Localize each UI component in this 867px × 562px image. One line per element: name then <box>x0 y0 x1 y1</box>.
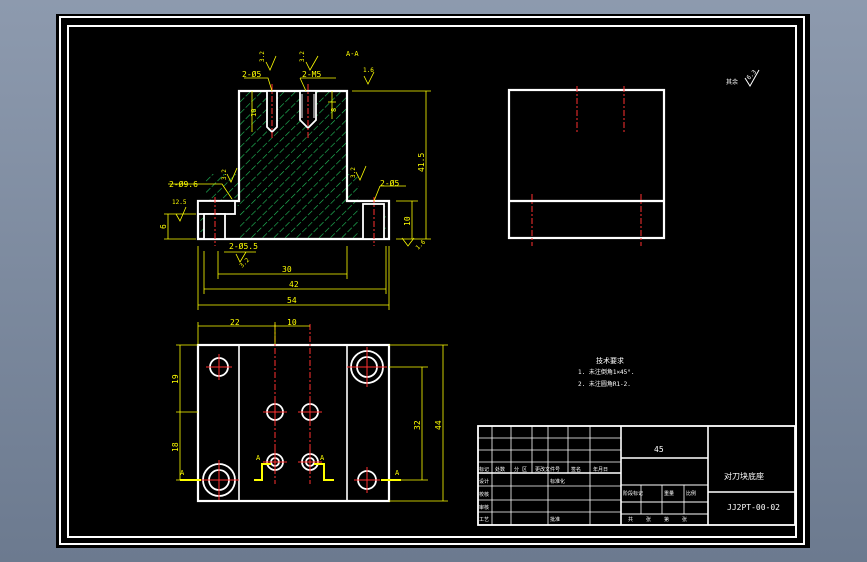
section-mark-2: A <box>256 454 261 462</box>
dim-right-hole: 2-Ø5 <box>380 178 399 188</box>
part-name: 对刀块底座 <box>724 471 764 481</box>
material: 45 <box>654 445 664 454</box>
dim-top-holes-right: 2-M5 <box>302 70 321 79</box>
section-mark-4: A <box>395 469 400 477</box>
section-mark-1: A <box>180 469 185 477</box>
side-center-lines <box>531 86 642 246</box>
roughness-top-left: 3.2 <box>259 51 266 62</box>
front-section-view: A-A 2-Ø5 2-M5 2-Ø9.6 2-Ø5 2-Ø5.5 30 42 5… <box>159 50 431 310</box>
roughness-left-flange: 12.5 <box>172 199 187 206</box>
dim-32: 32 <box>413 420 422 430</box>
label-scale: 比例 <box>686 490 696 497</box>
corner-holes <box>202 350 384 497</box>
label-standard: 标准化 <box>550 478 565 485</box>
label-stage: 阶段标记 <box>623 490 643 497</box>
row-design: 设计 <box>479 478 489 485</box>
dim-54: 54 <box>287 296 297 305</box>
dim-left-counterbore: 2-Ø9.6 <box>169 179 198 189</box>
top-dimension-lines <box>176 322 448 502</box>
roughness-top-right: 3.2 <box>299 51 306 62</box>
roughness-left-step: 3.2 <box>221 169 228 180</box>
roughness-note-label: 其余 <box>726 78 738 86</box>
row-process: 工艺 <box>479 517 489 523</box>
header-col-4: 更改文件号 <box>535 466 560 473</box>
center-lines <box>214 84 375 246</box>
section-hatch <box>198 91 386 239</box>
sheet-label-4: 张 <box>682 516 687 523</box>
header-col-6: 年月日 <box>593 466 608 473</box>
header-col-3: 分 区 <box>514 466 527 473</box>
dim-height: 41.5 <box>417 153 426 172</box>
header-col-5: 签名 <box>571 466 581 473</box>
tech-item-1: 1. 未注倒角1×45°. <box>578 368 635 376</box>
dim-depth-10: 10 <box>250 109 258 117</box>
general-roughness-note: 其余 6.3 <box>726 69 760 87</box>
dim-10: 10 <box>287 318 297 327</box>
top-outline <box>196 343 391 503</box>
top-view: A A A A 22 10 19 18 32 44 <box>171 318 448 503</box>
roughness-note-value: 6.3 <box>745 69 758 82</box>
outer-border <box>59 16 805 545</box>
roughness-right-step: 3.2 <box>350 167 357 178</box>
dim-30: 30 <box>282 265 292 274</box>
label-weight: 重量 <box>664 490 674 497</box>
header-col-2: 处数 <box>495 466 505 473</box>
roughness-bottom-hole: 3.2 <box>238 257 251 270</box>
dim-42: 42 <box>289 280 299 289</box>
roughness-note-icon <box>744 69 760 87</box>
side-view <box>507 86 666 246</box>
label-approve: 批准 <box>550 516 560 523</box>
tech-title: 技术要求 <box>596 356 624 365</box>
dim-bottom-hole: 2-Ø5.5 <box>229 241 258 251</box>
dim-22: 22 <box>230 318 240 327</box>
dim-44: 44 <box>434 420 443 430</box>
inner-border <box>67 25 797 538</box>
roughness-side: 1.6 <box>363 67 374 74</box>
dim-top-holes-left: 2-Ø5 <box>242 69 261 79</box>
row-review: 审核 <box>479 504 489 511</box>
row-check: 校核 <box>479 491 489 498</box>
dim-flange-height: 10 <box>403 216 412 226</box>
drawing-sheet: A-A 2-Ø5 2-M5 2-Ø9.6 2-Ø5 2-Ø5.5 30 42 5… <box>56 14 810 548</box>
roughness-bottom: 1.6 <box>414 239 427 252</box>
title-block: 45 对刀块底座 JJ2PT-00-02 标记 处数 分 区 更改文件号 签名 … <box>477 425 796 526</box>
tech-requirements: 技术要求 1. 未注倒角1×45°. 2. 未注圆角R1-2. <box>578 356 635 388</box>
sheet-label-1: 共 <box>628 516 633 523</box>
sheet-label-2: 张 <box>646 516 651 523</box>
dim-18: 18 <box>171 442 180 452</box>
side-outline <box>507 88 666 240</box>
counterbore-left <box>197 200 236 215</box>
drawing-number: JJ2PT-00-02 <box>727 503 780 512</box>
roughness-symbols <box>175 55 415 263</box>
section-mark-3: A <box>320 454 325 462</box>
cad-drawing: A-A 2-Ø5 2-M5 2-Ø9.6 2-Ø5 2-Ø5.5 30 42 5… <box>59 16 805 545</box>
sheet-label-3: 第 <box>664 516 669 523</box>
section-label: A-A <box>346 50 359 58</box>
dim-19: 19 <box>171 374 180 384</box>
dim-flange-offset: 6 <box>159 224 168 229</box>
dim-depth-8: 8 <box>330 108 338 112</box>
header-col-1: 标记 <box>479 466 489 473</box>
tech-item-2: 2. 未注圆角R1-2. <box>578 380 631 388</box>
